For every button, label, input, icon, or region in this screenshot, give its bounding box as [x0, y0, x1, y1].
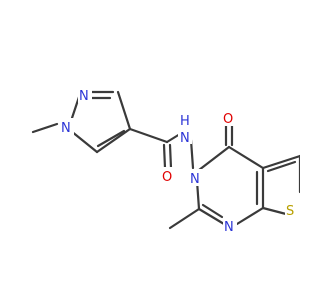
- label-bg: [78, 86, 92, 103]
- bond-pyrazole-c3-c4: [116, 90, 132, 131]
- label-bg: [178, 111, 192, 127]
- bond-carbonyl-o-double: [168, 143, 173, 170]
- atom-label: S: [286, 204, 294, 219]
- bond-c4a-c5: [261, 154, 300, 170]
- bond-nh-n: [189, 138, 195, 170]
- atom-label: N: [61, 121, 71, 136]
- bond-c4-c4a: [227, 145, 265, 170]
- bond-pyrazole-n1-n2: [70, 95, 81, 120]
- atom-label: H: [180, 114, 190, 129]
- bond-pyrazole-c5-n1: [69, 129, 99, 154]
- label-bg: [189, 169, 203, 186]
- atom-label: O: [162, 170, 172, 185]
- bond-n1-c2-inner: [201, 203, 224, 219]
- label-bg: [223, 217, 237, 234]
- bond-s-c7a: [261, 206, 288, 216]
- atom-label: N: [79, 89, 89, 104]
- atom-label: N: [224, 220, 234, 235]
- bond-n3-c4: [197, 145, 231, 172]
- atom-label: N: [180, 131, 190, 146]
- bond-carbonyl-nh: [165, 132, 182, 144]
- bond-pyrazole-c4-c5-inner: [96, 129, 126, 148]
- molecule-structure: N N H N N N O O S: [31, 86, 300, 235]
- label-bg: [222, 109, 237, 126]
- bond-c4-carbonyl: [128, 127, 169, 144]
- molecule-diagram: N N H N N N O O S: [31, 86, 300, 235]
- label-bg: [285, 201, 298, 218]
- bond-pyrazole-c4-c5: [95, 127, 132, 154]
- label-bg: [161, 167, 176, 184]
- atom-label-layer: N N H N N N O O S: [60, 86, 298, 235]
- bond-c7a-n1: [235, 206, 265, 226]
- label-bg: [178, 128, 192, 144]
- atom-label: O: [223, 112, 233, 127]
- bond-carbonyl-o: [162, 143, 167, 170]
- bond-c5-c6-inner: [266, 160, 297, 173]
- atom-label: N: [190, 172, 200, 187]
- label-bg: [60, 118, 74, 135]
- bond-n1-c2: [197, 207, 226, 226]
- bond-c2-methyl: [168, 207, 201, 230]
- bond-methyl-n1: [31, 122, 59, 134]
- bond-layer: [31, 90, 300, 230]
